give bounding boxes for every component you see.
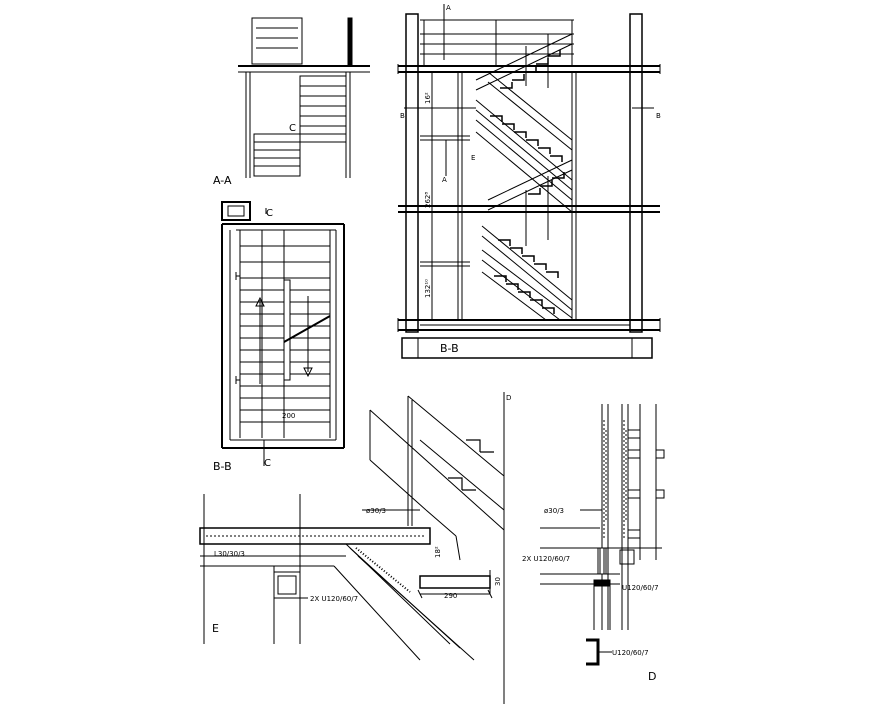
detail-d-title: D: [648, 670, 656, 683]
section-bb-title: B-B: [440, 342, 459, 355]
detail-d-cut-marker: D: [506, 394, 511, 402]
section-bb-cut-left: B: [400, 112, 405, 120]
dim-bottom: 132¹⁰: [424, 279, 432, 298]
detail-e-dim-vertical: 18²: [434, 546, 442, 558]
detail-e-rod-label: ø30/3: [366, 507, 386, 515]
dim-top: 16²: [424, 92, 432, 104]
plan-bb-marker-top: C: [266, 208, 273, 219]
detail-d-channel-side-label: U120/60/7: [622, 584, 659, 592]
section-bb-cut-mid: A: [442, 176, 447, 184]
plan-bb-dimension: 200: [282, 412, 295, 420]
section-bb-cut-right: B: [656, 112, 661, 120]
detail-e-dim-tread: 290: [444, 592, 457, 600]
section-bb-marker: E: [471, 154, 475, 162]
detail-d-channel-pair-label: 2X U120/60/7: [522, 555, 570, 563]
detail-e-dim-thickness: 30: [494, 577, 502, 586]
detail-d-channel-bottom-label: U120/60/7: [612, 649, 649, 657]
section-bb-cut-top: A: [446, 4, 451, 12]
plan-bb-view: C 200 C B-B: [213, 201, 345, 473]
detail-d-rod-label: ø30/3: [544, 507, 564, 515]
plan-bb-marker-bottom: C: [264, 458, 271, 469]
section-bb-view: A: [397, 4, 661, 359]
detail-d-view: ø30/3 2X U120/60/7 U120/60/7 U120/60/7 D: [522, 404, 665, 683]
dim-mid: 262⁸: [424, 192, 432, 208]
section-aa-marker: C: [289, 123, 296, 134]
section-aa-view: C A-A: [213, 17, 370, 187]
detail-e-angle-label: L30/30/3: [214, 550, 245, 558]
plan-bb-title: B-B: [213, 460, 232, 473]
detail-e-view: ø30/3 L30/30/3 2X U120/60/7 18² 290 30 E: [199, 392, 505, 704]
detail-e-channel-label: 2X U120/60/7: [310, 595, 358, 603]
section-aa-title: A-A: [213, 174, 232, 187]
detail-e-title: E: [212, 622, 219, 635]
